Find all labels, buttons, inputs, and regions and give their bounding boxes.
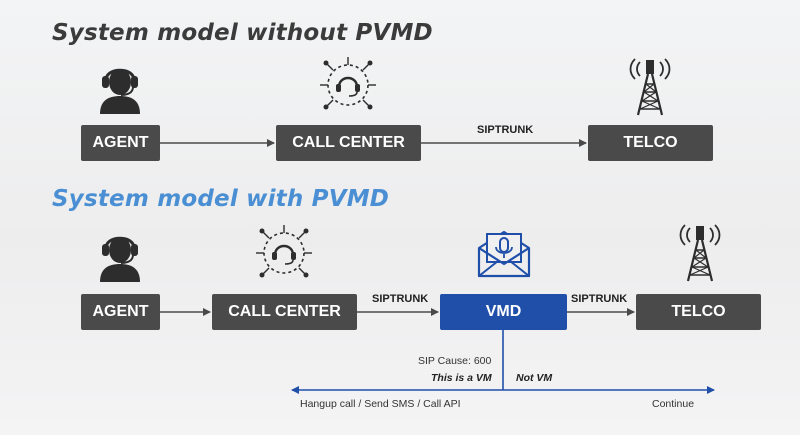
agent-headset-icon (100, 68, 140, 114)
node-telco-top: TELCO (588, 125, 713, 161)
label-siptrunk-1: SIPTRUNK (372, 293, 429, 305)
label-hangup-actions: Hangup call / Send SMS / Call API (300, 398, 461, 410)
agent-headset-icon (100, 236, 140, 282)
node-agent-top: AGENT (81, 125, 160, 161)
label-not-vm: Not VM (516, 372, 553, 384)
node-agent-bottom: AGENT (81, 294, 160, 330)
node-call-center-bottom: CALL CENTER (212, 294, 357, 330)
voicemail-envelope-icon (477, 230, 531, 278)
cell-tower-icon (629, 58, 671, 116)
title-without-pvmd: System model without PVMD (52, 20, 433, 46)
label-this-is-a-vm: This is a VM (431, 372, 492, 384)
title-with-pvmd: System model with PVMD (52, 186, 390, 212)
cell-tower-icon (679, 224, 721, 282)
node-call-center-top: CALL CENTER (276, 125, 421, 161)
label-continue: Continue (652, 398, 695, 410)
call-center-network-icon (320, 57, 376, 110)
call-center-network-icon (256, 225, 312, 278)
node-telco-bottom: TELCO (636, 294, 761, 330)
label-sip-cause: SIP Cause: 600 (418, 355, 492, 367)
label-siptrunk-top: SIPTRUNK (477, 124, 534, 136)
label-siptrunk-2: SIPTRUNK (571, 293, 628, 305)
node-vmd: VMD (440, 294, 567, 330)
